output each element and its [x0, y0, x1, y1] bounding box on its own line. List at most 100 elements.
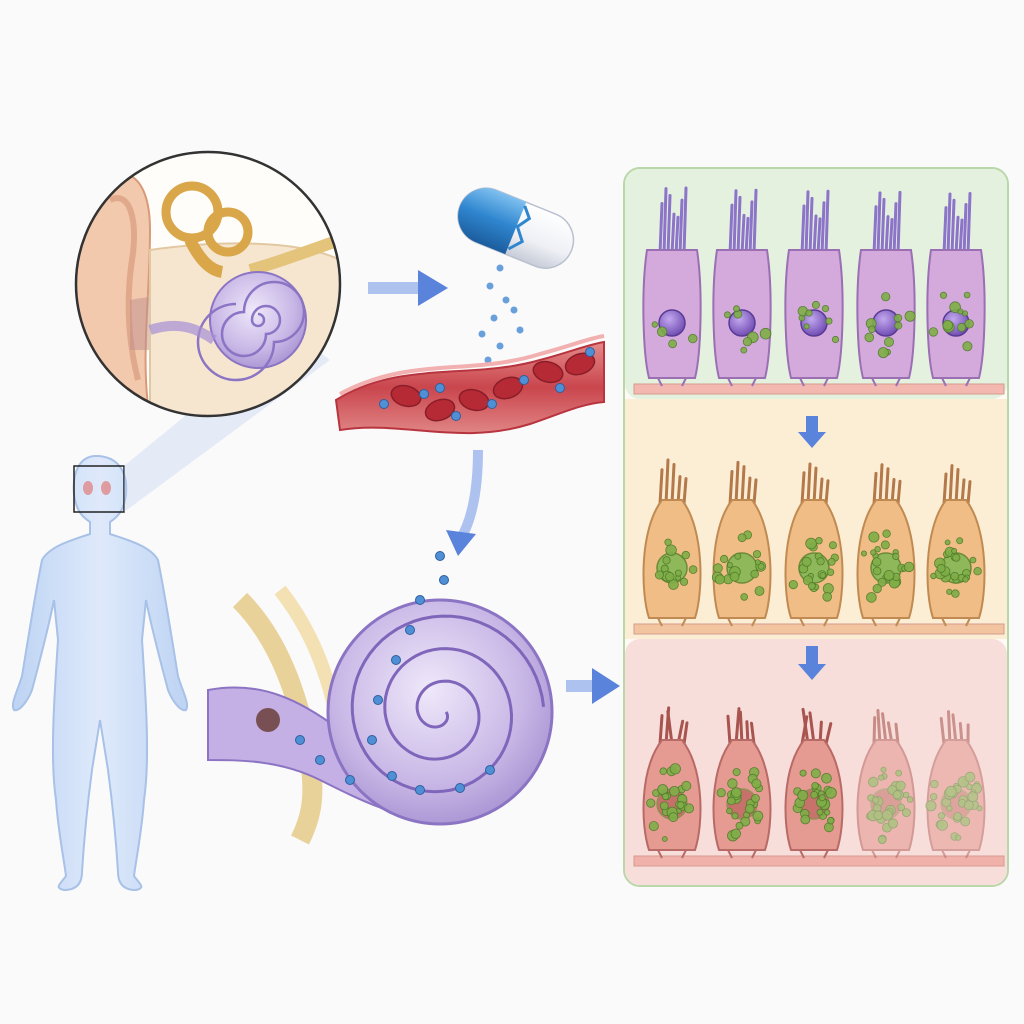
nucleus	[872, 309, 900, 337]
cochlea-icon	[207, 551, 554, 845]
granule	[971, 783, 982, 794]
granule	[936, 563, 946, 573]
granule	[902, 808, 911, 817]
hair-cell	[926, 191, 986, 387]
granule	[953, 814, 962, 823]
drug-particle	[439, 575, 449, 585]
hair-cell	[712, 707, 772, 859]
granule	[930, 572, 937, 580]
granule	[679, 577, 689, 586]
granule	[883, 570, 895, 581]
hair-cell	[784, 707, 844, 859]
granule	[969, 556, 977, 564]
granule	[654, 570, 664, 580]
granule	[974, 781, 980, 787]
granule	[962, 341, 973, 352]
granule	[928, 327, 939, 337]
granule	[903, 561, 915, 573]
granule	[893, 313, 903, 323]
granule	[821, 772, 832, 784]
granule	[800, 814, 811, 825]
granule	[726, 807, 733, 815]
drug-particle	[496, 342, 504, 350]
granule	[976, 805, 983, 812]
hair-cell	[856, 708, 916, 859]
granule	[951, 547, 958, 554]
granule	[816, 557, 825, 566]
granule	[719, 554, 729, 564]
granule	[942, 319, 953, 331]
granule	[878, 774, 885, 781]
granule	[822, 591, 832, 602]
granule	[751, 778, 762, 789]
flow-arrows	[368, 270, 620, 704]
drug-particle	[367, 735, 377, 745]
drug-particle	[435, 551, 445, 561]
down-arrow-1	[798, 416, 826, 448]
granule	[877, 347, 889, 359]
granule	[648, 821, 659, 832]
granule	[872, 566, 882, 576]
granule	[963, 800, 974, 811]
drug-particle	[315, 755, 325, 765]
granule	[681, 780, 692, 791]
basement-membrane	[633, 623, 1005, 635]
granule	[868, 531, 880, 543]
granule	[952, 553, 961, 562]
granule	[882, 529, 891, 538]
granule	[956, 537, 964, 545]
granule	[714, 574, 725, 585]
granule	[943, 787, 956, 800]
granule	[961, 779, 968, 786]
inner-ear-icon	[74, 150, 342, 418]
red-blood-cell	[390, 384, 422, 408]
granule	[957, 798, 967, 808]
hair-cell	[856, 190, 916, 387]
red-blood-cell	[532, 360, 564, 384]
drug-particle	[451, 411, 461, 421]
red-blood-cell	[564, 352, 596, 376]
granule	[751, 794, 760, 803]
hair-cell	[642, 458, 702, 627]
granule	[816, 808, 824, 816]
drug-particle	[485, 765, 495, 775]
granule	[665, 572, 675, 582]
granule	[947, 787, 959, 799]
granule	[740, 593, 748, 601]
granule	[946, 805, 953, 812]
drug-particle	[502, 296, 510, 304]
drug-particle	[486, 282, 494, 290]
drug-particle	[478, 330, 486, 338]
granule	[646, 798, 656, 808]
granule	[808, 582, 816, 590]
granule	[874, 546, 881, 553]
granule	[805, 309, 813, 317]
hair-cell	[642, 186, 702, 387]
granule	[818, 794, 826, 802]
granule	[963, 291, 971, 299]
drug-particle	[519, 375, 529, 385]
granule	[873, 810, 884, 820]
granule	[949, 301, 961, 314]
granule	[754, 559, 761, 566]
granule	[726, 562, 733, 569]
granule	[740, 346, 748, 354]
granule	[797, 789, 809, 801]
hair-cell	[711, 460, 772, 627]
granule	[864, 332, 875, 343]
granule	[968, 799, 979, 811]
granule	[831, 335, 840, 344]
granule	[935, 820, 945, 829]
granule	[659, 767, 668, 775]
down-arrow-2	[798, 646, 826, 680]
granule	[788, 579, 798, 590]
granule	[732, 768, 741, 777]
granule	[881, 809, 893, 821]
granule	[872, 557, 882, 567]
granule	[953, 812, 962, 821]
granule	[973, 567, 982, 576]
granule	[661, 836, 668, 842]
granule	[733, 305, 740, 313]
granule	[669, 785, 680, 797]
granule	[803, 323, 810, 330]
